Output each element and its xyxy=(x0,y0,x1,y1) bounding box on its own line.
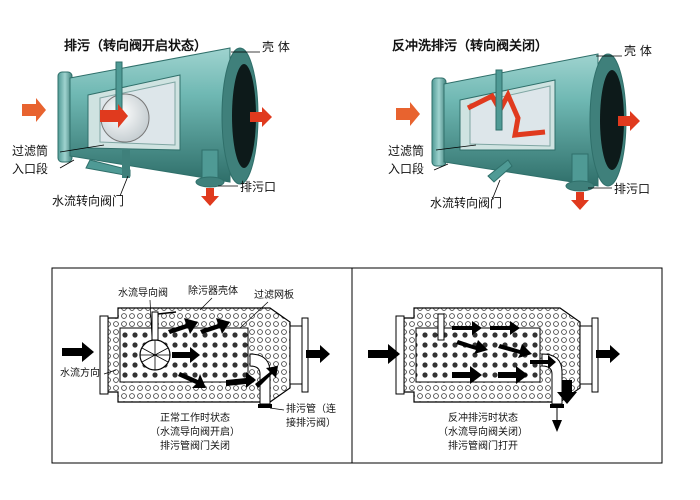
bottom-left-drain-pipe-label-2: 接排污阀） xyxy=(286,418,336,429)
top-left-inlet-label: 入口段 xyxy=(12,162,49,176)
bottom-left-caption-1: 正常工作时状态 xyxy=(160,413,230,424)
bottom-left-drain-pipe-label-1: 排污管（连 xyxy=(286,404,336,415)
bottom-left-screen-label: 过滤网板 xyxy=(254,290,294,301)
bottom-right-caption-1: 反冲排污时状态 xyxy=(448,413,518,424)
top-left-shell-label: 壳 体 xyxy=(262,40,290,54)
top-left-drain-label: 排污口 xyxy=(240,180,277,194)
top-left-filter xyxy=(22,47,272,206)
bottom-left-schematic xyxy=(62,297,330,411)
bottom-left-flow-direction-label: 水流方向 xyxy=(60,368,100,379)
top-right-title: 反冲洗排污（转向阀关闭） xyxy=(392,39,549,54)
top-left-filter-label: 过滤筒 xyxy=(12,144,49,158)
top-left-title: 排污（转向阀开启状态） xyxy=(64,39,208,54)
bottom-left-caption-3: 排污管阀门关闭 xyxy=(160,441,230,452)
bottom-left-housing-label: 除污器壳体 xyxy=(188,286,238,297)
top-left-valve-label: 水流转向阀门 xyxy=(52,194,125,208)
bottom-left-caption-2: （水流导向阀开启） xyxy=(150,427,240,438)
bottom-right-caption-2: （水流导向阀关闭） xyxy=(438,427,528,438)
top-right-shell-label: 壳 体 xyxy=(624,44,652,58)
bottom-left-guide-valve-label: 水流导向阀 xyxy=(118,288,168,299)
top-right-drain-label: 排污口 xyxy=(614,182,651,196)
top-right-filter-label: 过滤筒 xyxy=(388,144,425,158)
bottom-right-schematic xyxy=(368,307,620,432)
top-right-inlet-label: 入口段 xyxy=(388,162,425,176)
top-right-valve-label: 水流转向阀门 xyxy=(430,196,503,210)
bottom-right-caption-3: 排污管阀门打开 xyxy=(448,441,518,452)
top-right-filter xyxy=(396,53,640,210)
bottom-frame xyxy=(51,267,663,464)
